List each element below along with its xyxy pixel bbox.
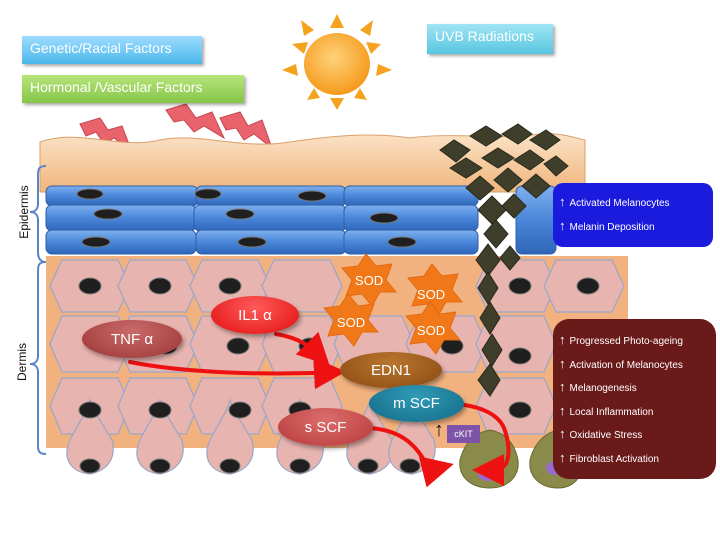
sod-label: SOD — [416, 323, 446, 338]
up-arrow-icon: ↑ — [559, 218, 566, 233]
effect-item: ↑Melanogenesis — [559, 376, 710, 400]
ckit-receptor: cKIT — [447, 425, 480, 443]
sun-icon — [282, 14, 392, 110]
effect-text: Activated Melanocytes — [569, 198, 670, 209]
tnf-alpha-node: TNF α — [82, 320, 182, 358]
sod-label: SOD — [354, 273, 384, 288]
edn1-node: EDN1 — [340, 352, 442, 388]
effect-text: Melanin Deposition — [569, 222, 655, 233]
effect-text: Melanogenesis — [569, 383, 637, 394]
genetic-factors-label: Genetic/Racial Factors — [22, 36, 202, 64]
melanin-column — [439, 123, 569, 397]
effect-text: Fibroblast Activation — [569, 453, 660, 465]
uvb-radiation-label: UVB Radiations — [427, 24, 553, 54]
dermis-label: Dermis — [15, 343, 29, 381]
effect-item: ↑Oxidative Stress — [559, 423, 710, 447]
effect-item: ↑Melanin Deposition — [559, 215, 707, 239]
epidermis-effects-box: ↑Activated Melanocytes ↑Melanin Depositi… — [553, 183, 713, 247]
effect-text: Progressed Photo-ageing — [569, 336, 683, 347]
up-arrow-icon: ↑ — [559, 449, 566, 465]
effect-item: ↑Activation of Melanocytes — [559, 353, 710, 377]
effect-item: ↑Fibroblast Activation — [559, 447, 710, 471]
effect-text: Local Inflammation — [569, 406, 654, 418]
effect-item: ↑Activated Melanocytes — [559, 191, 707, 215]
up-arrow-icon: ↑ — [559, 194, 566, 209]
effect-text: Activation of Melanocytes — [569, 359, 683, 371]
sod-stars — [323, 253, 464, 355]
effect-text: Oxidative Stress — [569, 430, 643, 441]
sod-label: SOD — [416, 287, 446, 302]
up-arrow-icon: ↑ — [559, 426, 566, 441]
hormonal-factors-label: Hormonal /Vascular Factors — [22, 75, 244, 103]
effect-item: ↑Local Inflammation — [559, 400, 710, 424]
up-arrow-icon: ↑ — [559, 355, 566, 371]
effect-item: ↑Progressed Photo-ageing — [559, 329, 710, 353]
mscf-node: m SCF — [369, 385, 464, 422]
sscf-node: s SCF — [278, 408, 373, 446]
epidermis-label: Epidermis — [17, 185, 31, 239]
sod-label: SOD — [336, 315, 366, 330]
up-arrow-icon: ↑ — [559, 402, 566, 418]
up-arrow-icon: ↑ — [559, 332, 566, 347]
dermis-effects-box: ↑Progressed Photo-ageing ↑Activation of … — [553, 319, 716, 479]
il1-alpha-node: IL1 α — [211, 296, 299, 334]
up-arrow-icon: ↑ — [434, 419, 444, 441]
up-arrow-icon: ↑ — [559, 379, 566, 394]
